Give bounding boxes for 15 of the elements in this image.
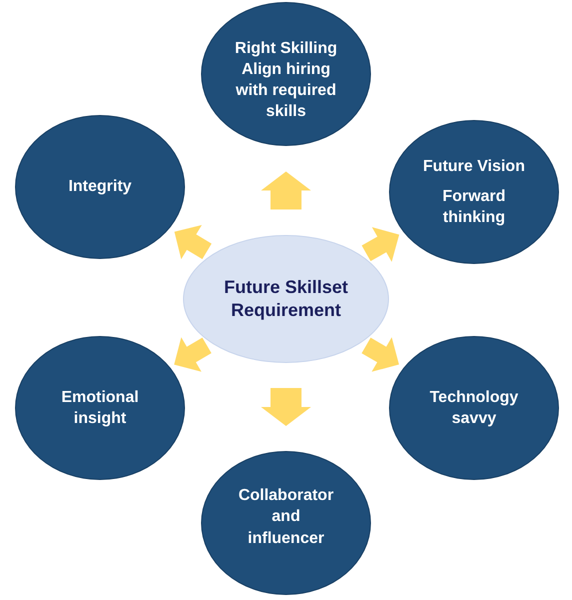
skill-label: Emotional insight — [60, 388, 140, 429]
hub-label: Future Skillset Requirement — [222, 276, 350, 322]
skill-title: Right Skilling — [234, 38, 338, 59]
block-arrow — [261, 172, 311, 210]
skill-description: Forward thinking — [441, 186, 507, 228]
block-arrow — [362, 227, 400, 262]
block-arrow — [261, 388, 311, 426]
skill-label: Collaborator and influencer — [237, 486, 335, 549]
skill-label: Integrity — [68, 177, 132, 198]
block-arrow — [362, 337, 400, 372]
skill-title: Future Vision — [423, 156, 525, 177]
block-arrow — [174, 337, 212, 372]
skill-description: Align hiring with required skills — [234, 60, 338, 122]
block-arrow — [174, 224, 212, 260]
skill-label: Technology savvy — [428, 388, 520, 429]
